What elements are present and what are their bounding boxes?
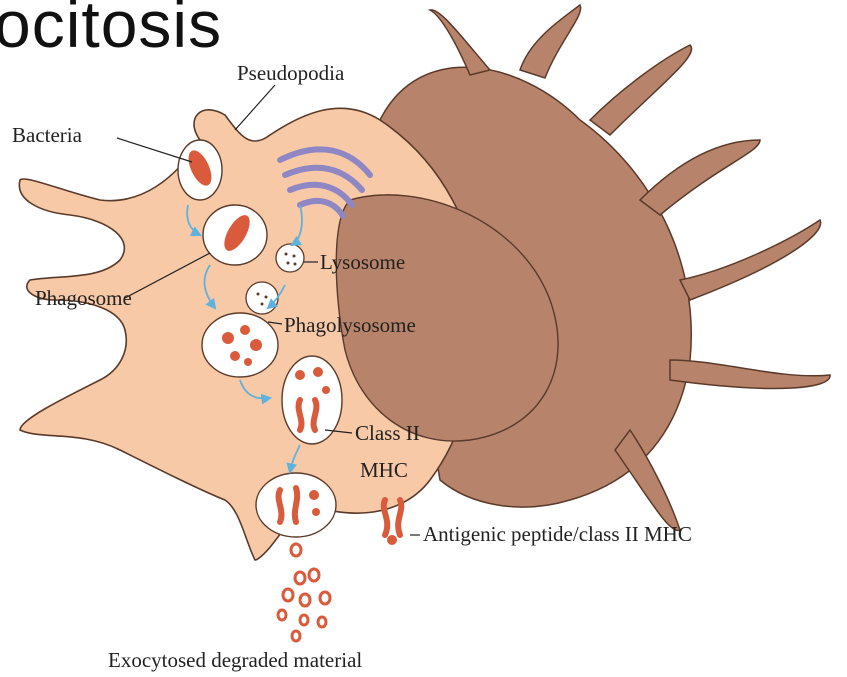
degraded-particles — [278, 544, 330, 641]
label-phagosome: Phagosome — [35, 286, 132, 310]
phagolysosome — [202, 313, 278, 377]
label-exocytosed-material: Exocytosed degraded material — [108, 648, 362, 672]
exocytosis-vesicle — [256, 473, 336, 537]
phagosome — [203, 205, 267, 265]
bacteria-pocket — [178, 140, 222, 200]
label-mhc: MHC — [360, 458, 408, 482]
merging-vesicle — [246, 282, 278, 314]
label-lysosome: Lysosome — [320, 250, 405, 274]
label-phagolysosome: Phagolysosome — [284, 313, 416, 337]
lysosome — [276, 244, 304, 272]
label-bacteria: Bacteria — [12, 123, 83, 147]
label-pseudopodia: Pseudopodia — [237, 61, 345, 85]
label-antigenic-peptide: Antigenic peptide/class II MHC — [423, 522, 692, 546]
label-class-ii: Class II — [355, 421, 420, 445]
